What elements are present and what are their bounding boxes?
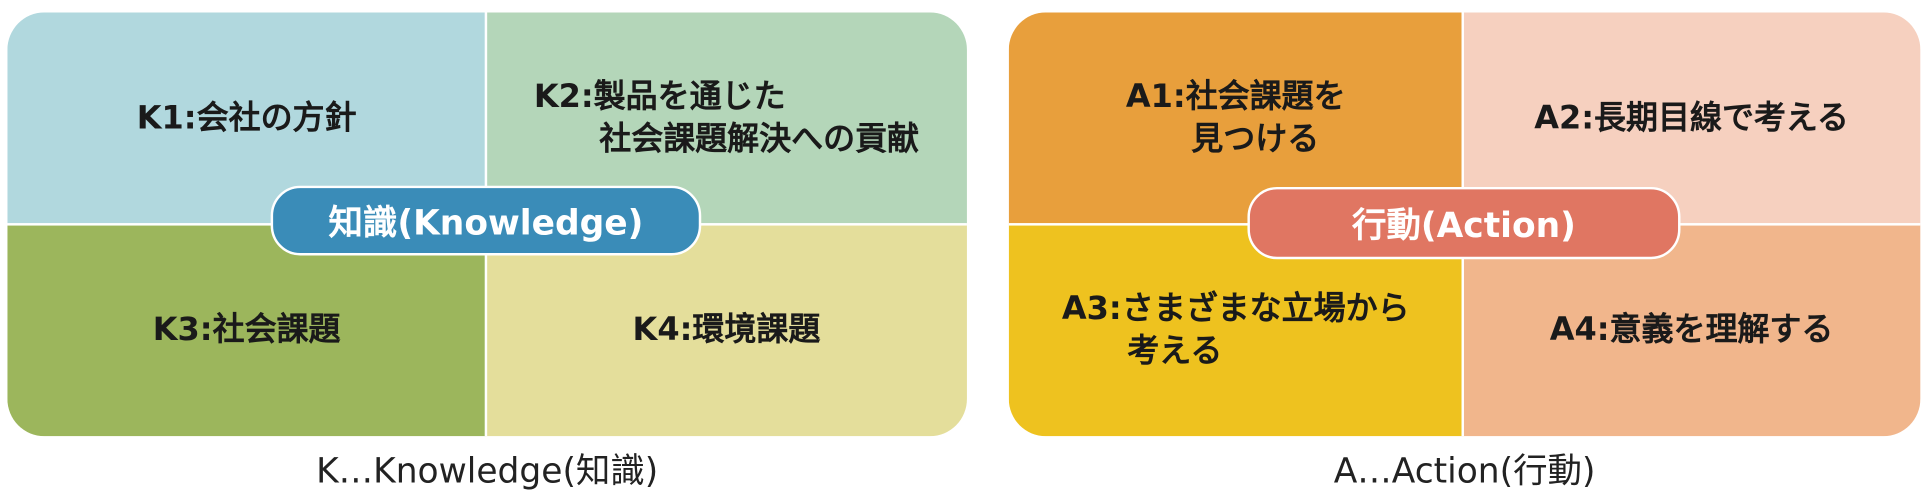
action-center-label: 行動(Action) <box>1247 186 1681 260</box>
quadrant-a3-label: A3:さまざまな立場から 考える <box>1061 290 1410 371</box>
quadrant-a1-label: A1:社会課題を 見つける <box>1125 78 1346 159</box>
quadrant-k2-label: K2:製品を通じた 社会課題解決への貢献 <box>533 78 920 159</box>
knowledge-panel: K1:会社の方針 K2:製品を通じた 社会課題解決への貢献 K3:社会課題 K4… <box>7 12 967 437</box>
quadrant-a4-label: A4:意義を理解する <box>1549 311 1834 349</box>
quadrant-k3: K3:社会課題 <box>7 224 486 437</box>
knowledge-center-label: 知識(Knowledge) <box>270 185 702 256</box>
quadrant-a2-label: A2:長期目線で考える <box>1534 99 1849 138</box>
quadrant-k2: K2:製品を通じた 社会課題解決への貢献 <box>485 12 967 225</box>
quadrant-a3: A3:さまざまな立場から 考える <box>1008 224 1463 437</box>
knowledge-caption: K…Knowledge(知識) <box>316 449 659 492</box>
quadrant-k3-label: K3:社会課題 <box>152 311 341 349</box>
action-caption: A…Action(行動) <box>1333 449 1596 492</box>
quadrant-k4-label: K4:環境課題 <box>632 311 821 349</box>
quadrant-k1: K1:会社の方針 <box>7 12 486 225</box>
quadrant-k4: K4:環境課題 <box>485 224 967 437</box>
quadrant-k1-label: K1:会社の方針 <box>136 99 357 138</box>
quadrant-a4: A4:意義を理解する <box>1462 224 1921 437</box>
